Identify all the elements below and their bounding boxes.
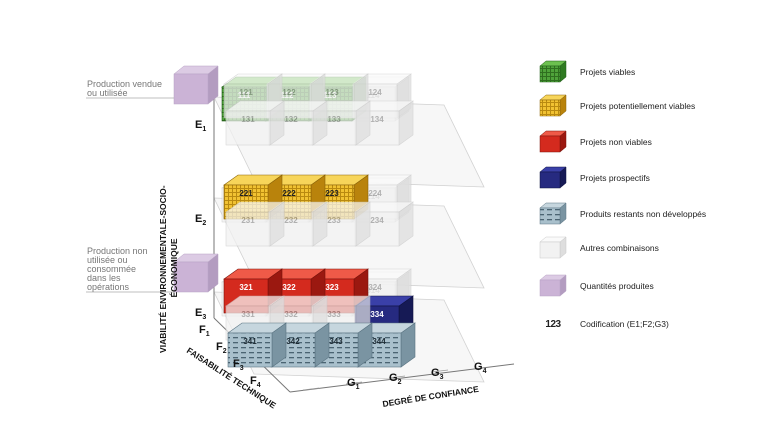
cube-code: 234 [370,216,384,225]
cube-code: 122 [282,88,296,97]
level-g4: G4 [474,361,487,375]
cube-code: 123 [325,88,339,97]
level-g1: G1 [347,377,360,391]
legend-item-other: Autres combinaisons [538,236,659,260]
quantity-box-unused [173,253,219,293]
legend-item-remaining: Produits restants non développés [538,202,706,226]
quantity-boxes [86,65,219,293]
cube-code: 321 [239,283,253,292]
cube-code: 341 [243,337,257,346]
cube-code: 343 [329,337,343,346]
production-sold-label: Production vendue ou utilisée [87,79,163,98]
remaining-cube-icon [539,202,567,225]
cube-code: 324 [368,283,382,292]
cube-code: 131 [241,115,255,124]
production-unused-label: Production non utilisée ou consommée dan… [87,246,148,292]
level-f3: F3 [233,358,244,372]
cube-231: 231 [225,201,285,247]
cube-code: 331 [241,310,255,319]
cube-code: 132 [284,115,298,124]
cube-code: 124 [368,88,382,97]
cube-code: 334 [370,310,384,319]
cube-code: 121 [239,88,253,97]
viable-cube-icon [539,60,567,83]
cube-code: 232 [284,216,298,225]
cube-code: 344 [372,337,386,346]
quantity-box-sold [173,65,219,105]
cube-code: 233 [327,216,341,225]
legend-item-prospective: Projets prospectifs [538,166,650,190]
cube-code: 333 [327,310,341,319]
prospective-cube-icon [539,166,567,189]
legend-item-code: 123 Codification (E1;F2;G3) [538,312,668,336]
legend-item-potential: Projets potentiellement viables [538,94,695,118]
cube-code: 133 [327,115,341,124]
cube-131: 131 [225,100,285,146]
level-f1: F1 [199,324,210,338]
other-cube-icon [539,236,567,259]
cube-code: 223 [325,189,339,198]
code-sample: 123 [545,318,561,330]
vertical-axis-title: VIABILITÉ ENVIRONNEMENTALE-SOCIO- ÉCONOM… [158,183,179,353]
legend-item-viable: Projets viables [538,60,635,84]
legend-item-quantities: Quantités produites [538,274,654,298]
confidence-axis-title: DEGRÉ DE CONFIANCE [382,384,480,409]
cube-grid: 1141131121111241231221211341331321312142… [221,73,416,368]
level-e1: E1 [195,119,206,133]
potential-cube-icon [539,94,567,117]
cube-code: 134 [370,115,384,124]
cube-code: 224 [368,189,382,198]
cube-code: 342 [286,337,300,346]
nonviable-cube-icon [539,130,567,153]
level-f2: F2 [216,341,227,355]
legend-item-nonviable: Projets non viables [538,130,652,154]
cube-code: 332 [284,310,298,319]
level-g2: G2 [389,372,402,386]
cube-code: 221 [239,189,253,198]
cube-code: 231 [241,216,255,225]
level-e2: E2 [195,213,206,227]
cube-341: 341 [227,322,287,368]
quantities-cube-icon [539,274,567,297]
level-f4: F4 [250,375,261,389]
level-e3: E3 [195,307,206,321]
cube-code: 322 [282,283,296,292]
cube-code: 222 [282,189,296,198]
cube-code: 323 [325,283,339,292]
level-g3: G3 [431,367,444,381]
